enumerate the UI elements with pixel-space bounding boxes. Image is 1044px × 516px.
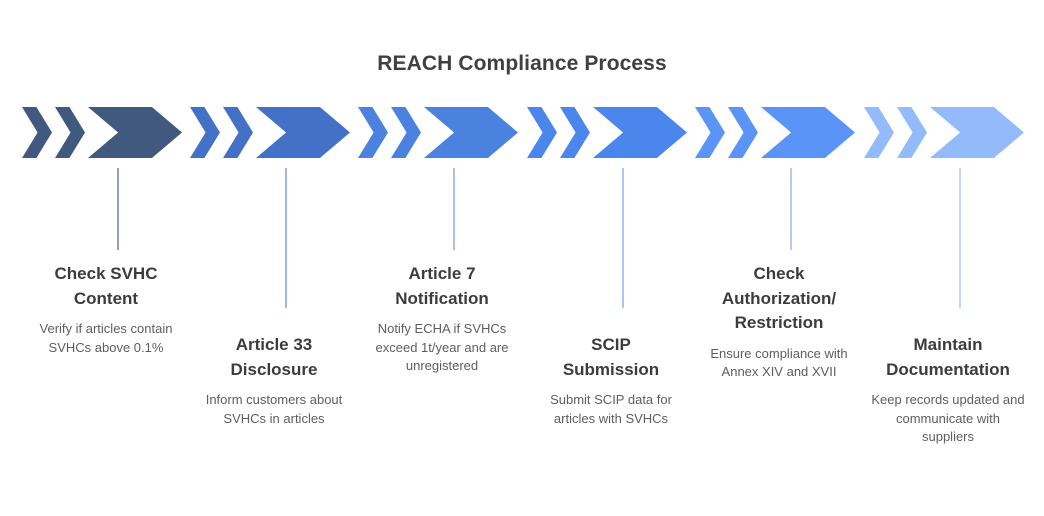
- step-title-article-33-disclosure: Article 33 Disclosure: [230, 335, 318, 379]
- chevron-large-icon-scip-submission: [593, 107, 687, 158]
- chevron-small-icon-scip-submission: [527, 107, 557, 158]
- chevron-large-icon-article-7-notification: [424, 107, 518, 158]
- step-title-maintain-documentation: Maintain Documentation: [886, 335, 1010, 379]
- connector-line-check-authorization-restriction: [790, 168, 792, 250]
- chevron-small-icon-maintain-documentation: [864, 107, 894, 158]
- step-title-scip-submission: SCIP Submission: [562, 335, 660, 379]
- chevron-large-icon-article-33-disclosure: [256, 107, 350, 158]
- page-title: REACH Compliance Process: [377, 52, 667, 75]
- chevron-small-icon-scip-submission: [560, 107, 590, 158]
- chevron-large-icon-check-svhc-content: [88, 107, 182, 158]
- chevron-small-icon-maintain-documentation: [897, 107, 927, 158]
- chevron-band-scip-submission: [527, 107, 687, 158]
- chevron-band-check-authorization-restriction: [695, 107, 855, 158]
- chevron-small-icon-article-7-notification: [358, 107, 388, 158]
- step-title-check-authorization-restriction: Check Authorization/ Restriction: [721, 264, 837, 332]
- chevron-small-icon-article-7-notification: [391, 107, 421, 158]
- step-description-maintain-documentation: Keep records updated and communicate wit…: [871, 392, 1025, 444]
- chevron-small-icon-check-svhc-content: [55, 107, 85, 158]
- connector-line-scip-submission: [622, 168, 624, 308]
- chevron-small-icon-check-authorization-restriction: [695, 107, 725, 158]
- connector-line-article-7-notification: [453, 168, 455, 250]
- step-description-check-svhc-content: Verify if articles contain SVHCs above 0…: [39, 321, 173, 355]
- connector-line-check-svhc-content: [117, 168, 119, 250]
- connector-line-article-33-disclosure: [285, 168, 287, 308]
- step-title-article-7-notification: Article 7 Notification: [395, 264, 489, 308]
- chevron-large-icon-maintain-documentation: [930, 107, 1024, 158]
- chevron-band-check-svhc-content: [22, 107, 182, 158]
- connector-line-maintain-documentation: [959, 168, 961, 308]
- step-description-scip-submission: Submit SCIP data for articles with SVHCs: [550, 392, 672, 426]
- step-description-check-authorization-restriction: Ensure compliance with Annex XIV and XVI…: [710, 345, 848, 380]
- step-description-article-7-notification: Notify ECHA if SVHCs exceed 1t/year and …: [375, 321, 509, 373]
- chevron-large-icon-check-authorization-restriction: [761, 107, 855, 158]
- chevron-small-icon-article-33-disclosure: [223, 107, 253, 158]
- chevron-band-article-33-disclosure: [190, 107, 350, 158]
- chevron-band-article-7-notification: [358, 107, 518, 158]
- step-title-check-svhc-content: Check SVHC Content: [54, 264, 158, 308]
- step-description-article-33-disclosure: Inform customers about SVHCs in articles: [205, 392, 343, 426]
- chevron-small-icon-check-authorization-restriction: [728, 107, 758, 158]
- chevron-band-maintain-documentation: [864, 107, 1024, 158]
- chevron-small-icon-check-svhc-content: [22, 107, 52, 158]
- chevron-small-icon-article-33-disclosure: [190, 107, 220, 158]
